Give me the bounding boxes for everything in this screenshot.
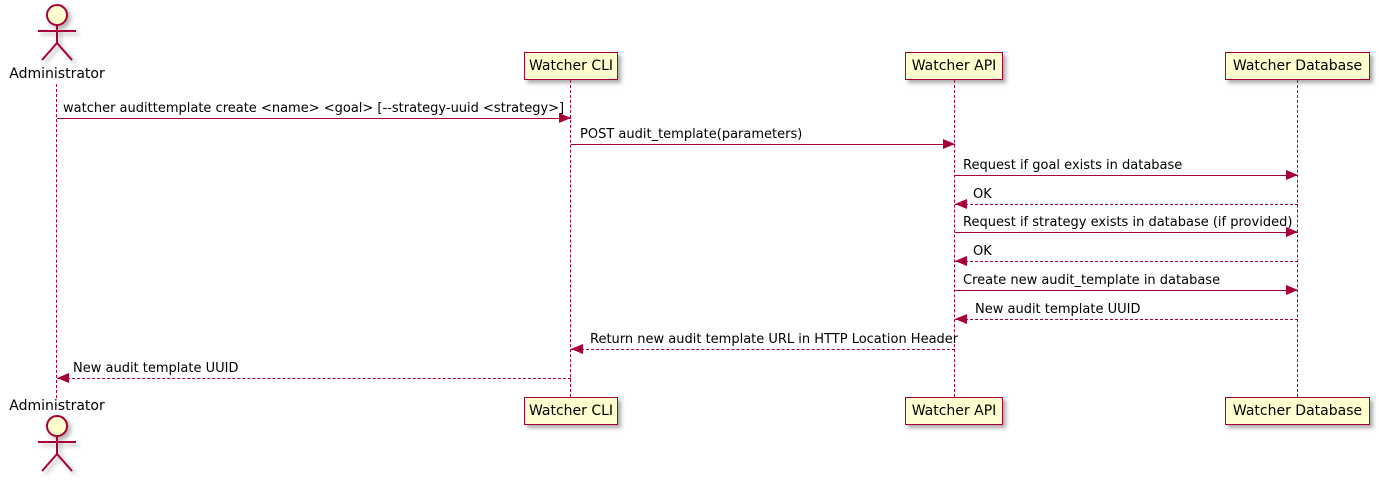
message-label: Request if goal exists in database [963, 158, 1183, 173]
participant-label: Watcher Database [1232, 403, 1363, 419]
message-label: OK [973, 244, 992, 259]
message-label: Create new audit_template in database [963, 273, 1221, 288]
message-line [571, 349, 955, 350]
actor-label-top: Administrator [9, 66, 105, 82]
participant-label: Watcher CLI [528, 58, 614, 74]
participant-watcher-database-top: Watcher Database [1225, 52, 1370, 80]
message-line [955, 261, 1298, 262]
message-label: Request if strategy exists in database (… [963, 215, 1293, 230]
arrowhead [955, 199, 967, 209]
message-label: OK [973, 187, 992, 202]
arrowhead [955, 314, 967, 324]
arrowhead [943, 139, 955, 149]
lifeline-watcher-cli [570, 80, 571, 397]
participant-watcher-cli-bottom: Watcher CLI [524, 397, 618, 425]
participant-watcher-cli-top: Watcher CLI [524, 52, 618, 80]
actor-icon [29, 2, 85, 68]
message-label: watcher audittemplate create <name> <goa… [63, 101, 565, 116]
lifeline-watcher-database [1297, 80, 1298, 397]
lifeline-administrator [56, 84, 57, 398]
arrowhead [1286, 285, 1298, 295]
message-label: New audit template UUID [73, 361, 239, 376]
message-line [57, 378, 571, 379]
message-line [955, 319, 1298, 320]
message-line [955, 232, 1298, 233]
participant-watcher-database-bottom: Watcher Database [1225, 397, 1370, 425]
message-line [571, 144, 955, 145]
message-line [955, 290, 1298, 291]
lifeline-watcher-api [954, 80, 955, 397]
arrowhead [1286, 227, 1298, 237]
message-label: New audit template UUID [975, 302, 1141, 317]
message-label: Return new audit template URL in HTTP Lo… [590, 332, 959, 347]
message-label: POST audit_template(parameters) [580, 127, 803, 142]
actor-label-bottom: Administrator [9, 398, 105, 414]
arrowhead [955, 256, 967, 266]
message-line [955, 175, 1298, 176]
participant-label: Watcher Database [1232, 58, 1363, 74]
participant-label: Watcher API [911, 58, 997, 74]
arrowhead [1286, 170, 1298, 180]
participant-label: Watcher CLI [528, 403, 614, 419]
message-line [955, 204, 1298, 205]
participant-watcher-api-bottom: Watcher API [905, 397, 1003, 425]
actor-icon [29, 413, 85, 479]
participant-watcher-api-top: Watcher API [905, 52, 1003, 80]
arrowhead [559, 113, 571, 123]
participant-label: Watcher API [911, 403, 997, 419]
arrowhead [571, 344, 583, 354]
message-line [57, 118, 571, 119]
arrowhead [57, 373, 69, 383]
